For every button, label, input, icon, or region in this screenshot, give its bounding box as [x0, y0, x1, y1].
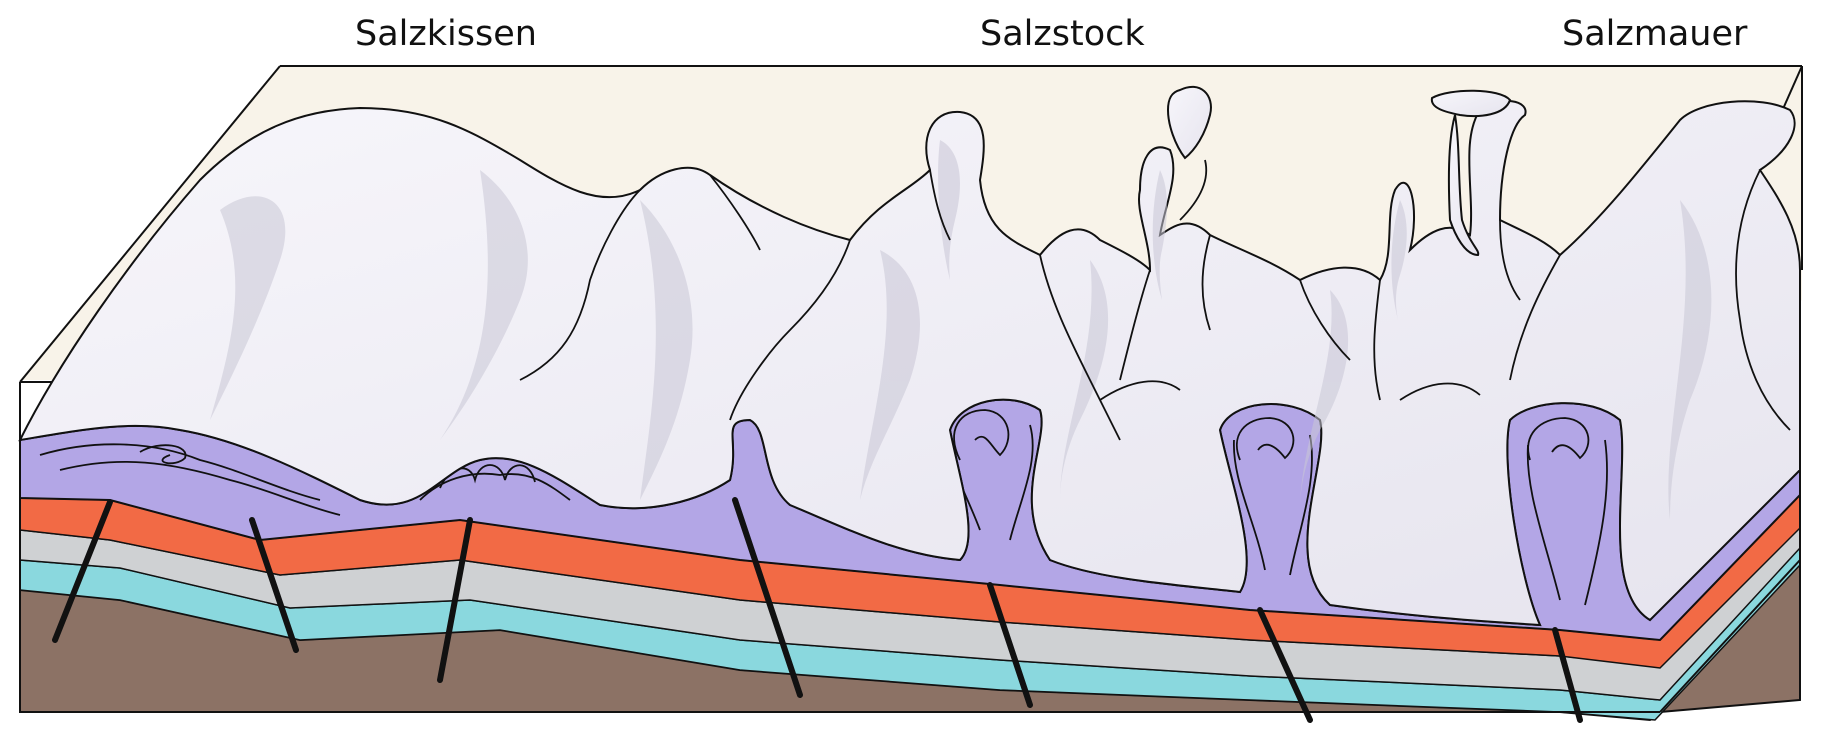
label-salzmauer: Salzmauer [1562, 14, 1747, 54]
label-salzkissen: Salzkissen [355, 14, 537, 54]
label-salzstock: Salzstock [980, 14, 1145, 54]
